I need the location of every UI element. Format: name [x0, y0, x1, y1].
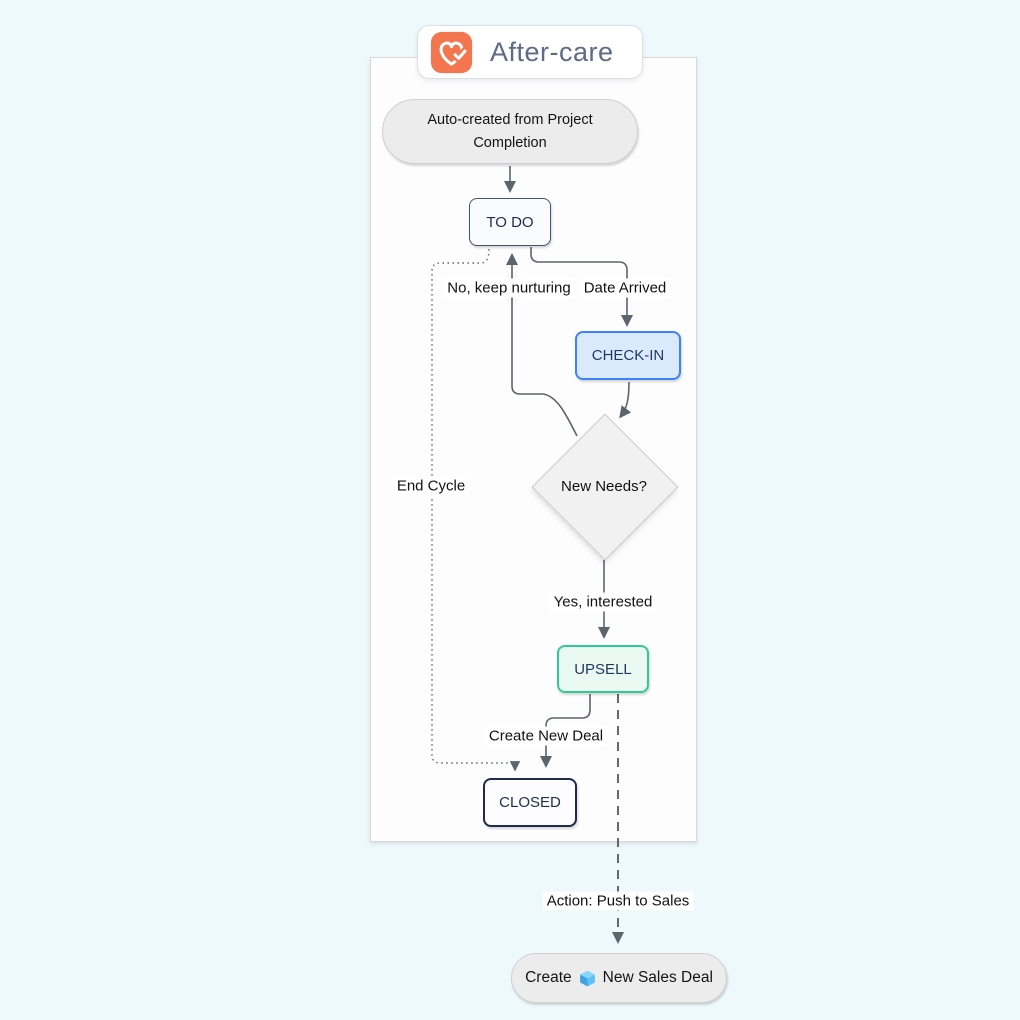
edge-label-date-arrived: Date Arrived — [579, 278, 671, 298]
deal-label-prefix: Create — [525, 969, 572, 986]
node-upsell: UPSELL — [557, 645, 649, 693]
node-checkin: CHECK-IN — [575, 331, 681, 380]
edge-label-nurture: No, keep nurturing — [443, 278, 575, 298]
node-create-sales-deal: Create New Sales Deal — [511, 953, 727, 1003]
node-todo: TO DO — [469, 198, 551, 246]
node-start: Auto-created from Project Completion — [382, 99, 638, 164]
node-decision-label: New Needs? — [561, 477, 647, 495]
cube-icon — [579, 970, 595, 986]
edge-label-end-cycle: End Cycle — [392, 476, 470, 496]
edge-label-yes-interested: Yes, interested — [549, 592, 657, 612]
app-logo-badge: After-care — [417, 25, 643, 79]
heart-check-icon — [430, 31, 473, 73]
subgraph-panel — [370, 57, 697, 842]
deal-label-suffix: New Sales Deal — [602, 969, 713, 986]
node-closed: CLOSED — [483, 778, 577, 827]
app-title: After-care — [490, 36, 614, 67]
edge-label-action-push: Action: Push to Sales — [542, 891, 694, 911]
edge-label-create-new-deal: Create New Deal — [484, 726, 608, 746]
